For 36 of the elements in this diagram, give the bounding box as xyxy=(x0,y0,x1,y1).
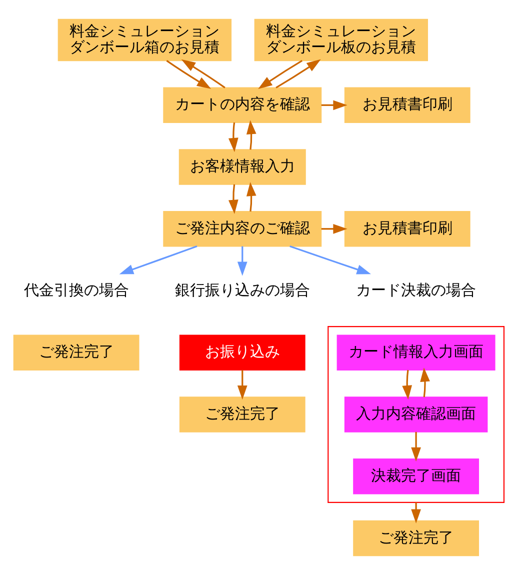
node-text: 銀行振り込みの場合 xyxy=(174,280,310,299)
arrow xyxy=(275,59,320,88)
arrow xyxy=(246,120,256,150)
arrow xyxy=(320,224,347,234)
node-box: 料金シミュレーション ダンボール箱のお見積 xyxy=(57,18,232,62)
node-box: 料金シミュレーション ダンボール板のお見積 xyxy=(254,18,428,62)
node-box: カード情報入力画面 xyxy=(336,334,495,371)
node-box: お客様情報入力 xyxy=(178,149,306,185)
node-text: 代金引換の場合 xyxy=(23,280,128,299)
arrow xyxy=(289,246,370,274)
node-box: お振り込み xyxy=(178,334,305,371)
arrow xyxy=(166,60,211,89)
cluster xyxy=(327,326,504,503)
node-box: 決裁完了画面 xyxy=(352,458,478,494)
arrow xyxy=(236,246,247,276)
node-box: カートの内容を確認 xyxy=(162,87,322,124)
arrow xyxy=(320,100,347,110)
arrow xyxy=(258,60,302,90)
arrow xyxy=(410,432,420,462)
arrow xyxy=(118,246,197,274)
node-box: お見積書印刷 xyxy=(344,210,470,247)
node-box: ご発注内容のご確認 xyxy=(162,210,322,247)
arrow xyxy=(402,370,412,400)
arrow xyxy=(228,122,238,152)
arrow xyxy=(410,502,420,524)
arrow xyxy=(246,182,256,212)
node-box: ご発注完了 xyxy=(12,334,139,371)
node-box: ご発注完了 xyxy=(352,520,478,556)
arrow xyxy=(228,184,238,214)
node-box: ご発注完了 xyxy=(178,396,305,432)
arrow xyxy=(180,59,225,88)
node-box: 入力内容確認画面 xyxy=(344,396,488,432)
arrow xyxy=(420,368,430,398)
node-text: カード決裁の場合 xyxy=(356,280,476,299)
arrow xyxy=(236,370,247,400)
node-box: お見積書印刷 xyxy=(344,87,470,124)
